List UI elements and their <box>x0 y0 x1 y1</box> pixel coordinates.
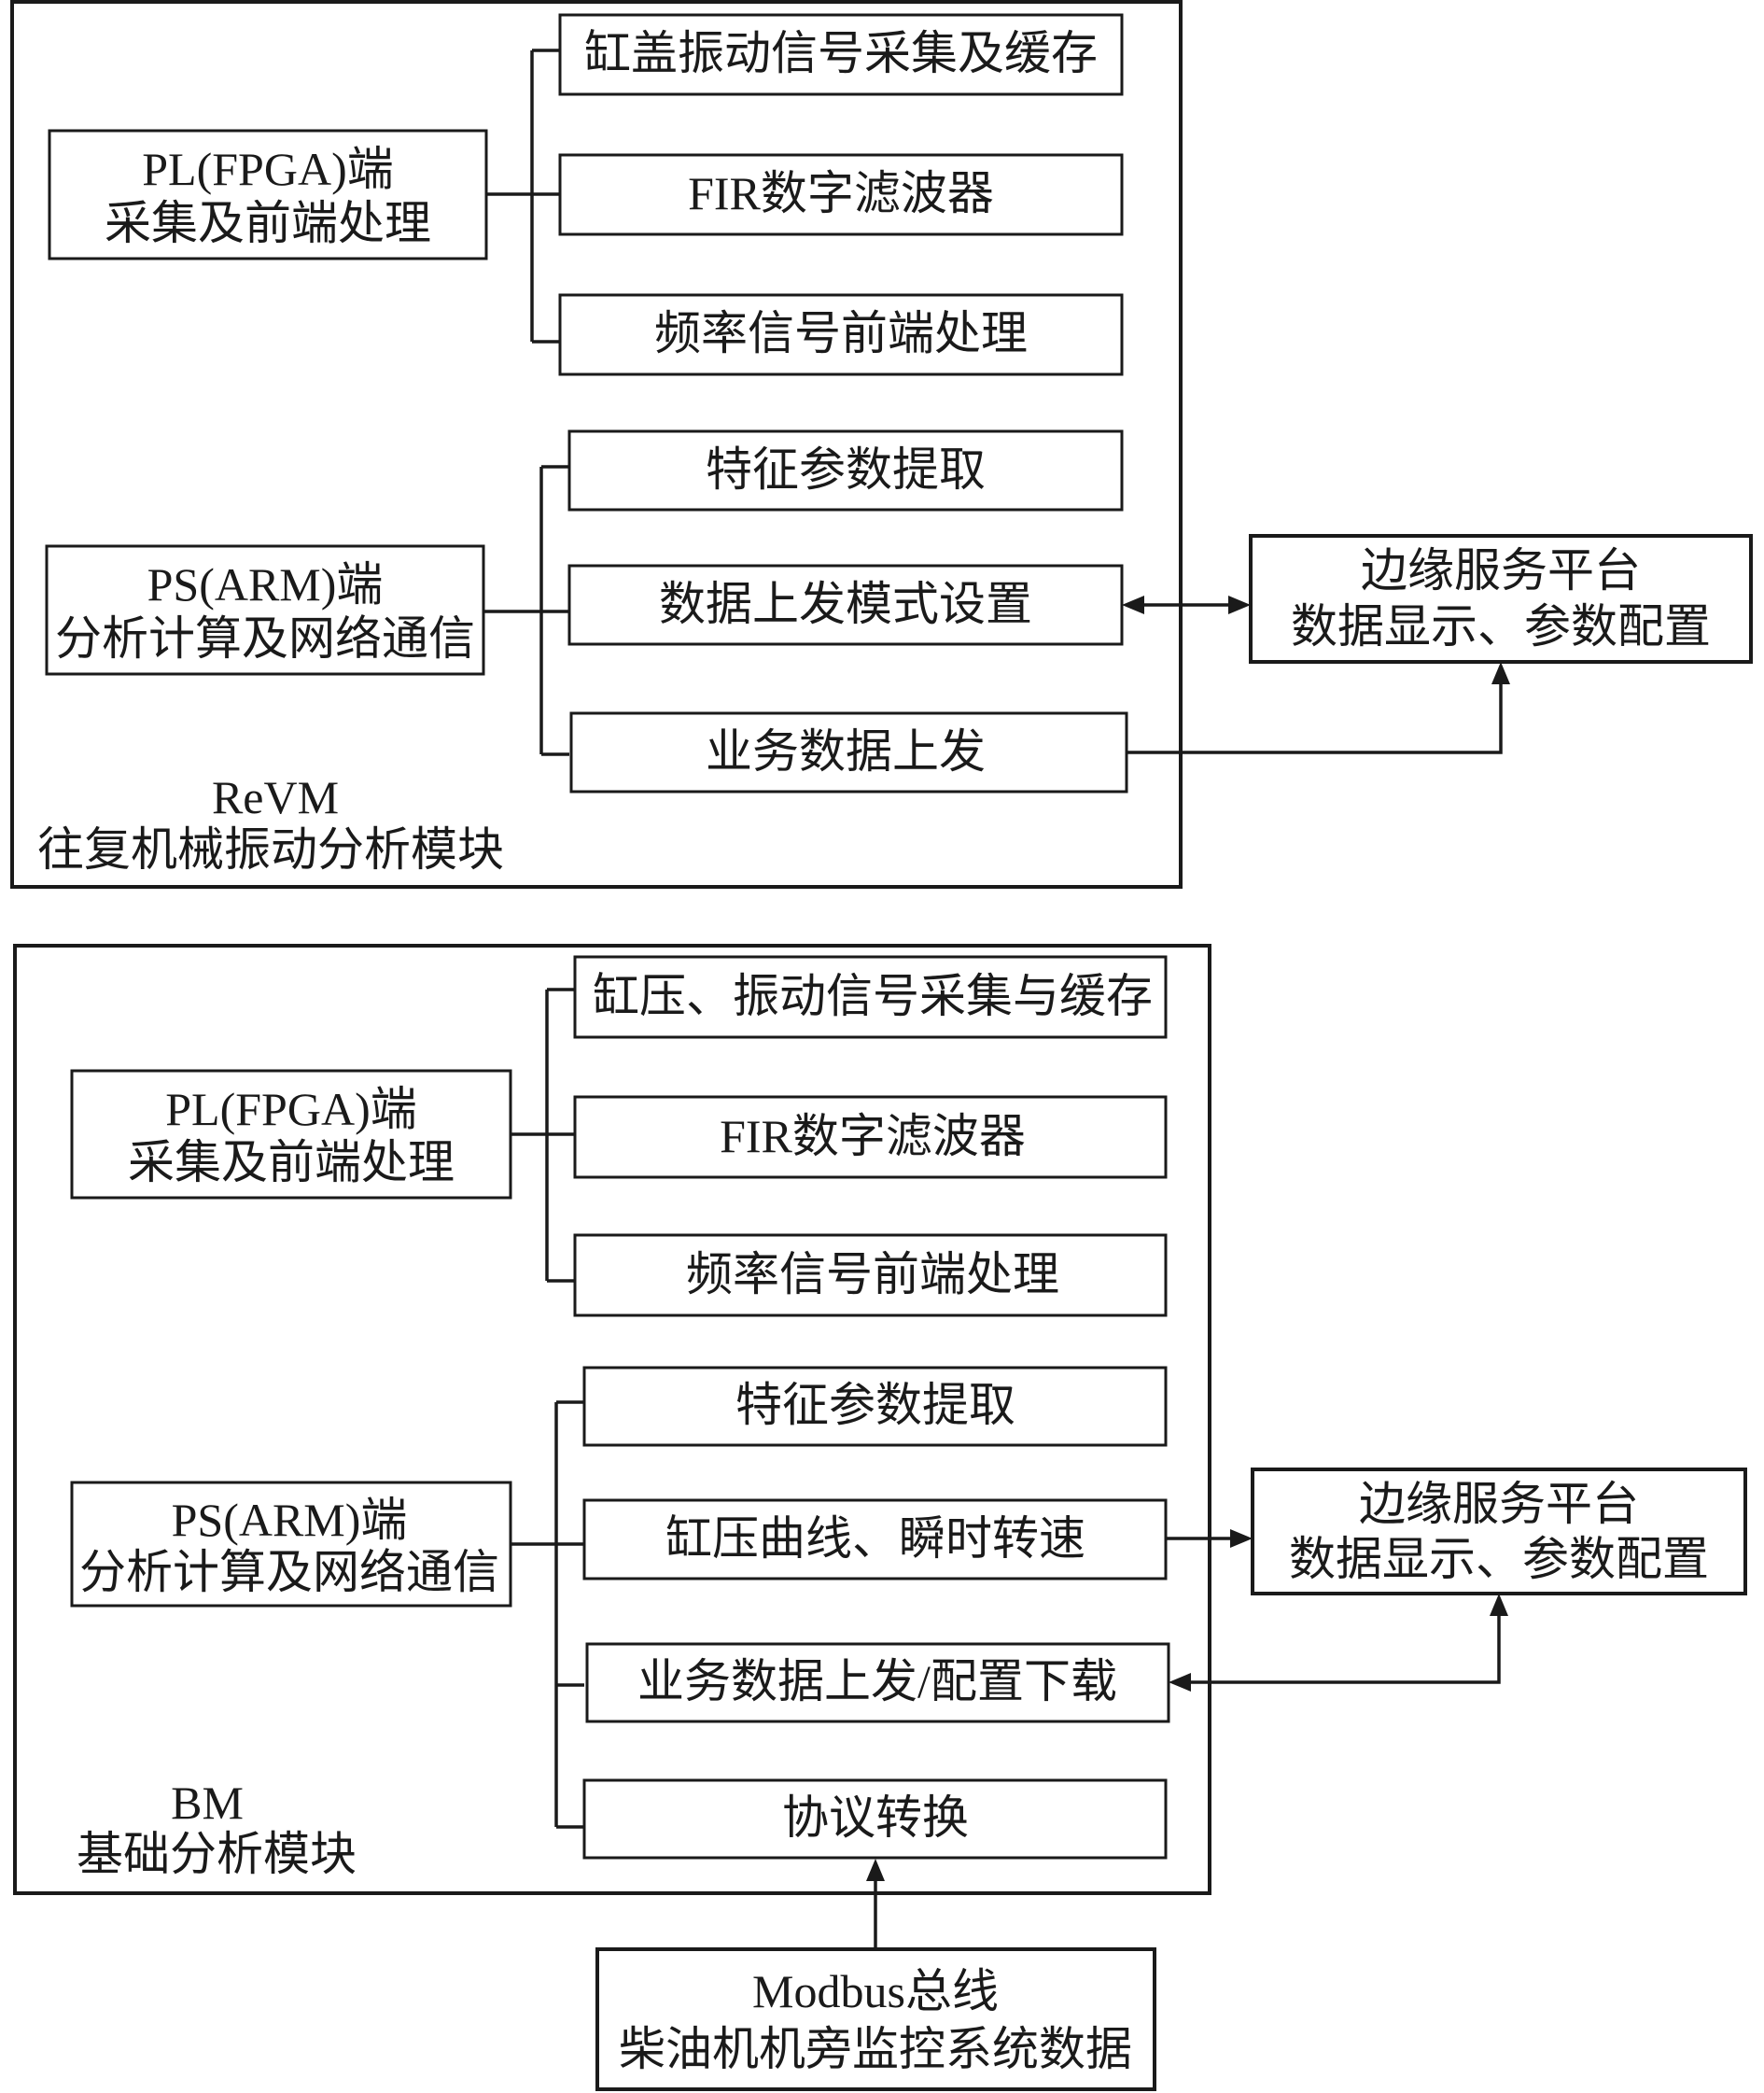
modbus-subtitle: 柴油机机旁监控系统数据 <box>619 2023 1132 2075</box>
bm-arrowhead-right <box>1230 1529 1253 1548</box>
bm-arrowhead-up <box>1490 1594 1508 1616</box>
revm-ps-items: 特征参数提取 数据上发模式设置 业务数据上发 <box>567 429 1128 794</box>
bm-edge-subtitle: 数据显示、参数配置 <box>1289 1533 1709 1585</box>
bm-ps-item-box <box>582 1366 1168 1447</box>
revm-arrowhead-left <box>1122 596 1144 614</box>
bm-ps-box <box>70 1481 512 1608</box>
revm-ps-item-box <box>569 711 1128 794</box>
revm-pl-title: PL(FPGA)端 <box>142 143 393 195</box>
bm-ps-block: PS(ARM)端 分析计算及网络通信 <box>70 1481 512 1608</box>
bm-edge-platform: 边缘服务平台 数据显示、参数配置 <box>1251 1468 1747 1595</box>
bm-module: PL(FPGA)端 采集及前端处理 缸压、振动信号采集与缓存 FIR数字滤波器 … <box>13 944 1211 1895</box>
bm-module-frame <box>13 944 1211 1895</box>
bm-pl-block: PL(FPGA)端 采集及前端处理 <box>70 1069 512 1200</box>
revm-ps-item-box <box>567 429 1124 512</box>
revm-arrows <box>1122 596 1510 754</box>
revm-arrowhead-up <box>1491 662 1510 684</box>
revm-pl-item-box <box>558 293 1124 376</box>
revm-module: PL(FPGA)端 采集及前端处理 缸盖振动信号采集及缓存 FIR数字滤波器 频… <box>10 0 1183 889</box>
bm-edge-title: 边缘服务平台 <box>1359 1478 1639 1530</box>
bm-pl-subtitle: 采集及前端处理 <box>128 1136 455 1188</box>
revm-pl-item-box <box>558 153 1124 236</box>
revm-ps-title: PS(ARM)端 <box>147 558 384 611</box>
revm-ps-item-label: 业务数据上发 <box>706 725 986 778</box>
bm-ps-item-label: 业务数据上发/配置下载 <box>637 1655 1117 1707</box>
bm-upload-download-arrow <box>1187 1613 1501 1684</box>
revm-pl-item-box <box>558 13 1124 96</box>
bm-pl-item-label: FIR数字滤波器 <box>720 1110 1026 1162</box>
revm-edge-subtitle: 数据显示、参数配置 <box>1291 600 1711 653</box>
revm-pl-item-label: FIR数字滤波器 <box>688 167 994 219</box>
bm-ps-item-box <box>582 1498 1168 1580</box>
revm-upload-arrow <box>1127 681 1503 754</box>
revm-pl-item-label: 频率信号前端处理 <box>654 307 1028 359</box>
bm-ps-item-label: 特征参数提取 <box>735 1379 1015 1431</box>
bm-arrows <box>866 1529 1508 1949</box>
bm-ps-item-label: 缸压曲线、瞬时转速 <box>665 1512 1085 1565</box>
revm-pl-subtitle: 采集及前端处理 <box>105 197 431 249</box>
revm-module-name: 往复机械振动分析模块 <box>37 823 504 876</box>
revm-pl-items: 缸盖振动信号采集及缓存 FIR数字滤波器 频率信号前端处理 <box>558 13 1124 376</box>
bm-module-name: 基础分析模块 <box>77 1828 357 1880</box>
bm-ps-title: PS(ARM)端 <box>172 1494 408 1546</box>
bm-arrowhead-up-modbus <box>866 1859 885 1881</box>
revm-arrowhead-right <box>1228 596 1251 614</box>
revm-ps-item-label: 数据上发模式设置 <box>659 578 1032 630</box>
revm-ps-connectors <box>483 465 569 756</box>
revm-ps-item-label: 特征参数提取 <box>706 443 986 496</box>
bm-pl-item-label: 频率信号前端处理 <box>686 1248 1059 1300</box>
revm-edge-title: 边缘服务平台 <box>1361 544 1641 597</box>
revm-module-frame <box>10 0 1183 889</box>
bm-pl-title: PL(FPGA)端 <box>165 1083 416 1135</box>
bm-ps-connectors <box>511 1400 584 1829</box>
revm-ps-block: PS(ARM)端 分析计算及网络通信 <box>45 544 485 676</box>
revm-edge-platform: 边缘服务平台 数据显示、参数配置 <box>1249 534 1753 664</box>
revm-pl-block: PL(FPGA)端 采集及前端处理 <box>48 129 488 260</box>
revm-ps-box <box>45 544 485 676</box>
bm-pl-items: 缸压、振动信号采集与缓存 FIR数字滤波器 频率信号前端处理 <box>573 955 1168 1317</box>
revm-module-label: ReVM <box>212 771 339 823</box>
bm-pl-item-box <box>573 1233 1168 1317</box>
bm-ps-subtitle: 分析计算及网络通信 <box>79 1546 499 1598</box>
bm-ps-item-label: 协议转换 <box>782 1791 969 1844</box>
revm-pl-box <box>48 129 488 260</box>
bm-pl-item-box <box>573 1095 1168 1179</box>
bm-ps-items: 特征参数提取 缸压曲线、瞬时转速 业务数据上发/配置下载 协议转换 <box>582 1366 1170 1860</box>
bm-pl-connectors <box>511 988 575 1283</box>
modbus-box <box>595 1947 1156 2091</box>
revm-pl-item-label: 缸盖振动信号采集及缓存 <box>584 27 1098 79</box>
bm-module-label: BM <box>171 1777 244 1829</box>
modbus-title: Modbus总线 <box>752 1965 999 2017</box>
bm-pl-item-box <box>573 955 1168 1039</box>
revm-pl-connectors <box>486 49 560 344</box>
revm-edge-box <box>1249 534 1753 664</box>
bm-arrowhead-left <box>1169 1673 1191 1692</box>
revm-ps-subtitle: 分析计算及网络通信 <box>55 612 475 665</box>
bm-ps-item-box <box>585 1642 1170 1723</box>
bm-pl-item-label: 缸压、振动信号采集与缓存 <box>593 970 1153 1022</box>
modbus-source: Modbus总线 柴油机机旁监控系统数据 <box>595 1947 1156 2091</box>
bm-ps-item-box <box>582 1778 1168 1860</box>
